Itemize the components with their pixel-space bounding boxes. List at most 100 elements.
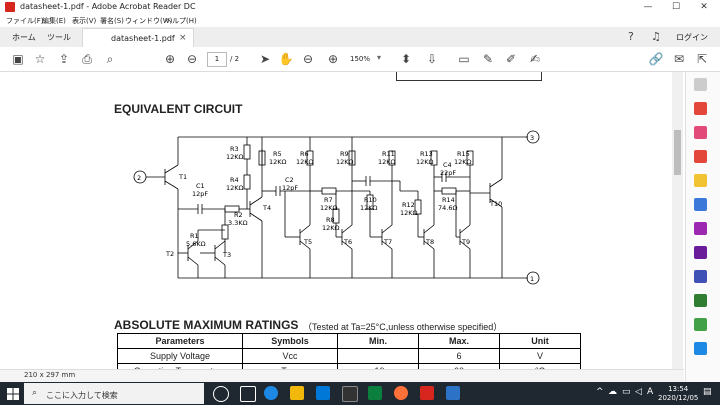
- share-tool-icon[interactable]: [694, 342, 707, 355]
- chevron-down-icon[interactable]: ▾: [377, 53, 382, 62]
- next-page-icon[interactable]: ⊖: [186, 52, 198, 66]
- network-icon[interactable]: ☁: [608, 387, 617, 397]
- tab-document[interactable]: datasheet-1.pdf ×: [82, 28, 194, 48]
- file-explorer-icon[interactable]: [290, 386, 304, 400]
- search-icon: ⌕: [32, 388, 38, 398]
- col-parameters: Parameters: [117, 333, 243, 349]
- terminal-icon[interactable]: [342, 386, 358, 402]
- close-button[interactable]: ✕: [700, 2, 708, 12]
- more-tools-icon[interactable]: [694, 318, 707, 331]
- zoom-out-icon[interactable]: ⊖: [302, 52, 314, 66]
- menu-view[interactable]: 表示(V): [72, 17, 97, 25]
- monitor-icon[interactable]: ▭: [622, 387, 631, 397]
- firefox-icon[interactable]: [394, 386, 408, 400]
- menu-sign[interactable]: 署名(S): [100, 17, 124, 25]
- clock[interactable]: 13:54 2020/12/05: [658, 385, 698, 403]
- r4-label: R4: [230, 176, 239, 184]
- panel-toggle-icon[interactable]: [694, 78, 707, 91]
- store-icon[interactable]: [316, 386, 330, 400]
- protect-icon[interactable]: [694, 294, 707, 307]
- fit-page-icon[interactable]: ⬍: [400, 52, 412, 66]
- taskbar-search[interactable]: ⌕ ここに入力して検索: [24, 383, 204, 404]
- cell: Vcc: [242, 348, 338, 364]
- word-icon[interactable]: [446, 386, 460, 400]
- windows-start-icon[interactable]: [7, 388, 19, 400]
- page-size-label: 210 x 297 mm: [24, 371, 76, 379]
- menu-edit[interactable]: 編集(E): [42, 17, 66, 25]
- edit-pdf-icon[interactable]: [694, 150, 707, 163]
- zoom-search-icon[interactable]: ⌕: [106, 52, 114, 66]
- volume-icon[interactable]: ◁: [635, 387, 642, 397]
- document-view: [0, 72, 684, 369]
- minimize-button[interactable]: —: [643, 2, 653, 12]
- menu-help[interactable]: ヘルプ(H): [165, 17, 197, 25]
- maximize-button[interactable]: ☐: [671, 2, 681, 12]
- export-pdf-icon[interactable]: [694, 102, 707, 115]
- ratings-note: （Tested at Ta=25°C,unless otherwise spec…: [303, 322, 503, 332]
- r9-label: R9: [340, 150, 349, 158]
- r10-value: 12KΩ: [360, 204, 378, 212]
- spreadsheet-icon[interactable]: [368, 386, 382, 400]
- pen-icon[interactable]: ✎: [482, 52, 494, 66]
- print-icon[interactable]: ⎙: [82, 52, 92, 66]
- star-icon[interactable]: ☆: [34, 52, 46, 66]
- chevron-up-icon[interactable]: ^: [596, 387, 604, 397]
- col-unit: Unit: [499, 333, 581, 349]
- close-tab-icon[interactable]: ×: [179, 33, 187, 43]
- tab-tools[interactable]: ツール: [47, 33, 71, 42]
- scroll-mode-icon[interactable]: ⇩: [426, 52, 438, 66]
- send-for-signature-icon[interactable]: [694, 270, 707, 283]
- t9-label: T9: [461, 238, 470, 246]
- task-view-icon[interactable]: [240, 386, 256, 402]
- menu-window[interactable]: ウィンドウ(W): [125, 17, 173, 25]
- cortana-icon[interactable]: [213, 386, 229, 402]
- r15-label: R15: [457, 150, 470, 158]
- edge-icon[interactable]: [264, 386, 278, 400]
- login-button[interactable]: ログイン: [676, 33, 708, 42]
- link-icon[interactable]: 🔗: [648, 52, 664, 66]
- r1-value: 5.6KΩ: [186, 240, 206, 248]
- node-1-label: 1: [530, 275, 534, 283]
- zoom-level[interactable]: 150%: [350, 55, 371, 63]
- comment-icon[interactable]: ▭: [458, 52, 470, 66]
- table-row: Supply Voltage Vcc 6 V: [117, 348, 581, 364]
- organize-pages-icon[interactable]: [694, 222, 707, 235]
- sign-icon[interactable]: ✍: [529, 52, 541, 66]
- vertical-scrollbar[interactable]: [672, 72, 683, 369]
- title-bar: datasheet-1.pdf - Adobe Acrobat Reader D…: [0, 0, 720, 15]
- help-icon[interactable]: ?: [628, 30, 634, 43]
- menu-file[interactable]: ファイル(F): [6, 17, 44, 25]
- clock-time: 13:54: [668, 385, 689, 393]
- mail-icon[interactable]: ✉: [673, 52, 685, 66]
- r8-value: 12KΩ: [322, 224, 340, 232]
- r12-label: R12: [402, 201, 415, 209]
- t4-label: T4: [262, 204, 271, 212]
- ratings-table: Parameters Symbols Min. Max. Unit Supply…: [117, 333, 581, 379]
- ime-indicator[interactable]: A: [647, 387, 654, 397]
- notification-icon[interactable]: ▤: [703, 387, 712, 397]
- prev-page-icon[interactable]: ⊕: [164, 52, 176, 66]
- c1-value: 12pF: [192, 190, 208, 198]
- comment-tool-icon[interactable]: [694, 174, 707, 187]
- node-3-label: 3: [530, 134, 534, 142]
- upload-icon[interactable]: ⇪: [58, 52, 70, 66]
- tab-document-label: datasheet-1.pdf: [111, 34, 175, 43]
- bell-icon[interactable]: ♫: [651, 30, 661, 43]
- acrobat-taskbar-icon[interactable]: [420, 386, 434, 400]
- save-icon[interactable]: ▣: [12, 52, 24, 66]
- page-number-input[interactable]: 1: [207, 52, 227, 67]
- cell: 6: [418, 348, 500, 364]
- tab-home[interactable]: ホーム: [12, 33, 36, 42]
- highlight-icon[interactable]: ✐: [505, 52, 517, 66]
- select-cursor-icon[interactable]: ➤: [259, 52, 271, 66]
- combine-files-icon[interactable]: [694, 198, 707, 211]
- share-icon[interactable]: ⇱: [696, 52, 708, 66]
- create-pdf-icon[interactable]: [694, 126, 707, 139]
- zoom-in-icon[interactable]: ⊕: [327, 52, 339, 66]
- r14-value: 74.6Ω: [438, 204, 457, 212]
- r10-label: R10: [364, 196, 377, 204]
- hand-tool-icon[interactable]: ✋: [278, 52, 294, 66]
- scrollbar-thumb[interactable]: [674, 130, 681, 175]
- fill-sign-icon[interactable]: [694, 246, 707, 259]
- page-total: / 2: [230, 55, 240, 63]
